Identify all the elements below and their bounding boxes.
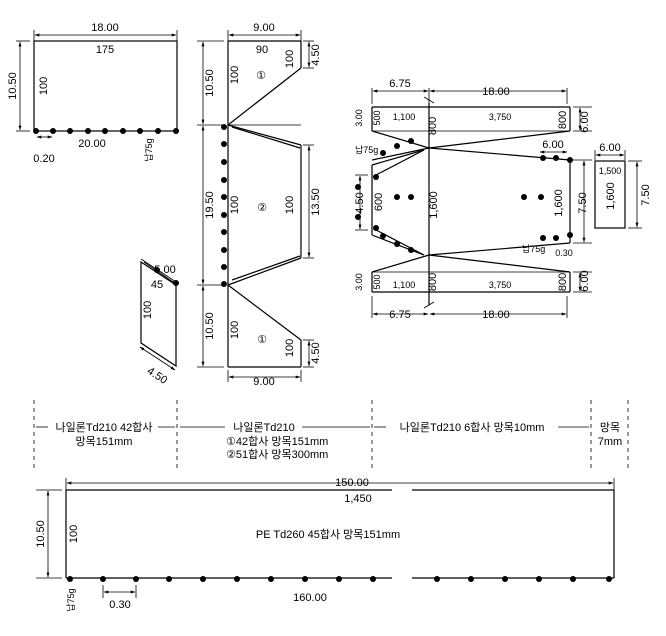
panel3-count-600: 600: [373, 193, 385, 211]
panel2-top-dim: 9.00: [253, 22, 274, 34]
material-labels: 나일론Td210 42합사 망목151mm 나일론Td210 ①42합사 망목1…: [33, 400, 629, 468]
panel3-count-800-bot-left: 800: [427, 273, 439, 291]
panel3-weight-bot: 납75g: [522, 244, 545, 254]
panel2-left-top-dim: 10.50: [204, 69, 216, 97]
panel2-right-top-dim: 4.50: [310, 44, 322, 65]
bottom-material: PE Td260 45합사 망목151mm: [256, 528, 400, 541]
bottom-spacing: 0.30: [109, 599, 130, 611]
panel-small: 5.00 45 100 4.50: [139, 258, 179, 387]
panel4-width-dim: 6.00: [599, 142, 620, 154]
panel3-count-3750-bot: 3,750: [489, 280, 512, 290]
panel3-right-dim-bot: 18.00: [482, 309, 510, 321]
label-nylon-3: 나일론Td210 6합사 망목10mm: [400, 420, 545, 434]
panel2-count-f: 100: [284, 339, 296, 357]
label-nylon-2b: ①42합사 망목151mm: [226, 435, 328, 448]
panel2-count-a: 100: [229, 66, 241, 84]
panel3-count-3750-top: 3,750: [489, 112, 512, 122]
panel3-count-1100-bot: 1,100: [393, 280, 416, 290]
panel3-sinker-dots: [355, 138, 573, 253]
panel1-width-dim: 18.00: [91, 22, 119, 34]
panel3-count-800-top-left: 800: [427, 117, 439, 135]
panel2-left-mid-dim: 19.50: [204, 191, 216, 219]
panel3-dim-030: 0.30: [555, 248, 573, 258]
panel4-height-dim: 7.50: [640, 184, 652, 205]
panel3-left-dim-bot: 6.75: [389, 309, 410, 321]
bottom-panel: 150.00 1,450 PE Td260 45합사 망목151mm 100 1…: [35, 477, 615, 612]
panel3-count-1100-top: 1,100: [393, 112, 416, 122]
panel1-side-count: 100: [38, 77, 50, 95]
small-side-count: 100: [142, 301, 154, 319]
panel-4: 6.00 1,500 1,600 7.50: [594, 142, 652, 229]
panel2-left-bot-dim: 10.50: [204, 312, 216, 340]
panel-2: 9.00 90 ① ② ① 100 100 100 100 100 100 10…: [197, 22, 322, 388]
label-mesh-a: 망목: [600, 421, 620, 434]
panel4-rect: [594, 160, 626, 229]
bottom-side-count: 100: [68, 525, 80, 543]
panel3-right-dim-top: 18.00: [482, 86, 510, 98]
panel2-count-c: 100: [229, 196, 241, 214]
panel3-dim-750: 7.50: [577, 192, 589, 213]
panel3-weight-top: 납75g: [355, 145, 378, 155]
panel2-circle-2: ②: [257, 202, 267, 214]
small-bottom-dim: 4.50: [145, 365, 170, 387]
label-nylon-2c: ②51합사 망목300mm: [226, 448, 328, 461]
panel3-dim-300-top: 3.00: [354, 109, 364, 127]
panel3-count-1600-right: 1,600: [553, 189, 565, 217]
panel2-right-bot-dim: 4.50: [310, 342, 322, 363]
panel3-dim-300-bot: 3.00: [354, 273, 364, 291]
bottom-height-dim: 10.50: [35, 520, 47, 548]
panel-3: 6.75 18.00 3.00 500 1,100 800 3,750 800 …: [354, 78, 592, 321]
small-top-count: 45: [151, 279, 163, 291]
panel-1: 18.00 175 100 10.50 0.20 20.00 납75g: [7, 22, 179, 165]
bottom-top-count: 1,450: [344, 493, 372, 505]
label-nylon-1b: 망목151mm: [76, 435, 133, 448]
panel2-circle-1-top: ①: [256, 70, 266, 82]
panel1-sinker-dots: [33, 128, 179, 134]
label-mesh-b: 7mm: [598, 436, 622, 448]
panel2-count-e: 100: [229, 321, 241, 339]
panel1-height-dim: 10.50: [7, 72, 19, 100]
panel1-bottom-dim: 20.00: [78, 138, 106, 150]
panel2-count-b: 100: [284, 50, 296, 68]
panel2-sinker-dots: [221, 124, 227, 287]
bottom-weight: 납75g: [66, 588, 76, 611]
panel4-count-1600: 1,600: [605, 182, 617, 210]
label-nylon-1a: 나일론Td210 42합사: [55, 420, 152, 434]
panel3-count-500-bot: 500: [372, 274, 382, 289]
bottom-width-dim: 150.00: [335, 477, 369, 489]
panel2-circle-1-bot: ①: [257, 334, 267, 346]
bottom-length-dim: 160.00: [293, 592, 327, 604]
small-top-dim: 5.00: [154, 264, 175, 276]
panel3-count-500-top: 500: [372, 110, 382, 125]
panel3-count-800-bot-right: 800: [557, 273, 569, 291]
panel3-dim-600-inner: 6.00: [542, 139, 563, 151]
panel2-count-d: 100: [284, 196, 296, 214]
panel1-top-count: 175: [96, 44, 114, 56]
panel3-dim-450: 4.50: [354, 192, 366, 213]
panel1-weight: 납75g: [144, 138, 154, 161]
panel3-dim-600-top: 6.00: [579, 111, 591, 132]
panel2-bottom-dim: 9.00: [253, 376, 274, 388]
bottom-sinker-dots: [67, 576, 612, 582]
panel1-spacing: 0.20: [33, 153, 54, 165]
panel3-count-1600-left: 1,600: [428, 191, 440, 219]
label-nylon-2a: 나일론Td210: [233, 420, 295, 434]
panel3-left-dim-top: 6.75: [389, 78, 410, 90]
panel2-top-count: 90: [256, 44, 268, 56]
panel2-right-mid-dim: 13.50: [310, 188, 322, 216]
panel4-count-1500: 1,500: [599, 166, 622, 176]
panel3-dim-600-bot: 6.00: [579, 270, 591, 291]
panel3-count-800-top-right: 800: [557, 111, 569, 129]
